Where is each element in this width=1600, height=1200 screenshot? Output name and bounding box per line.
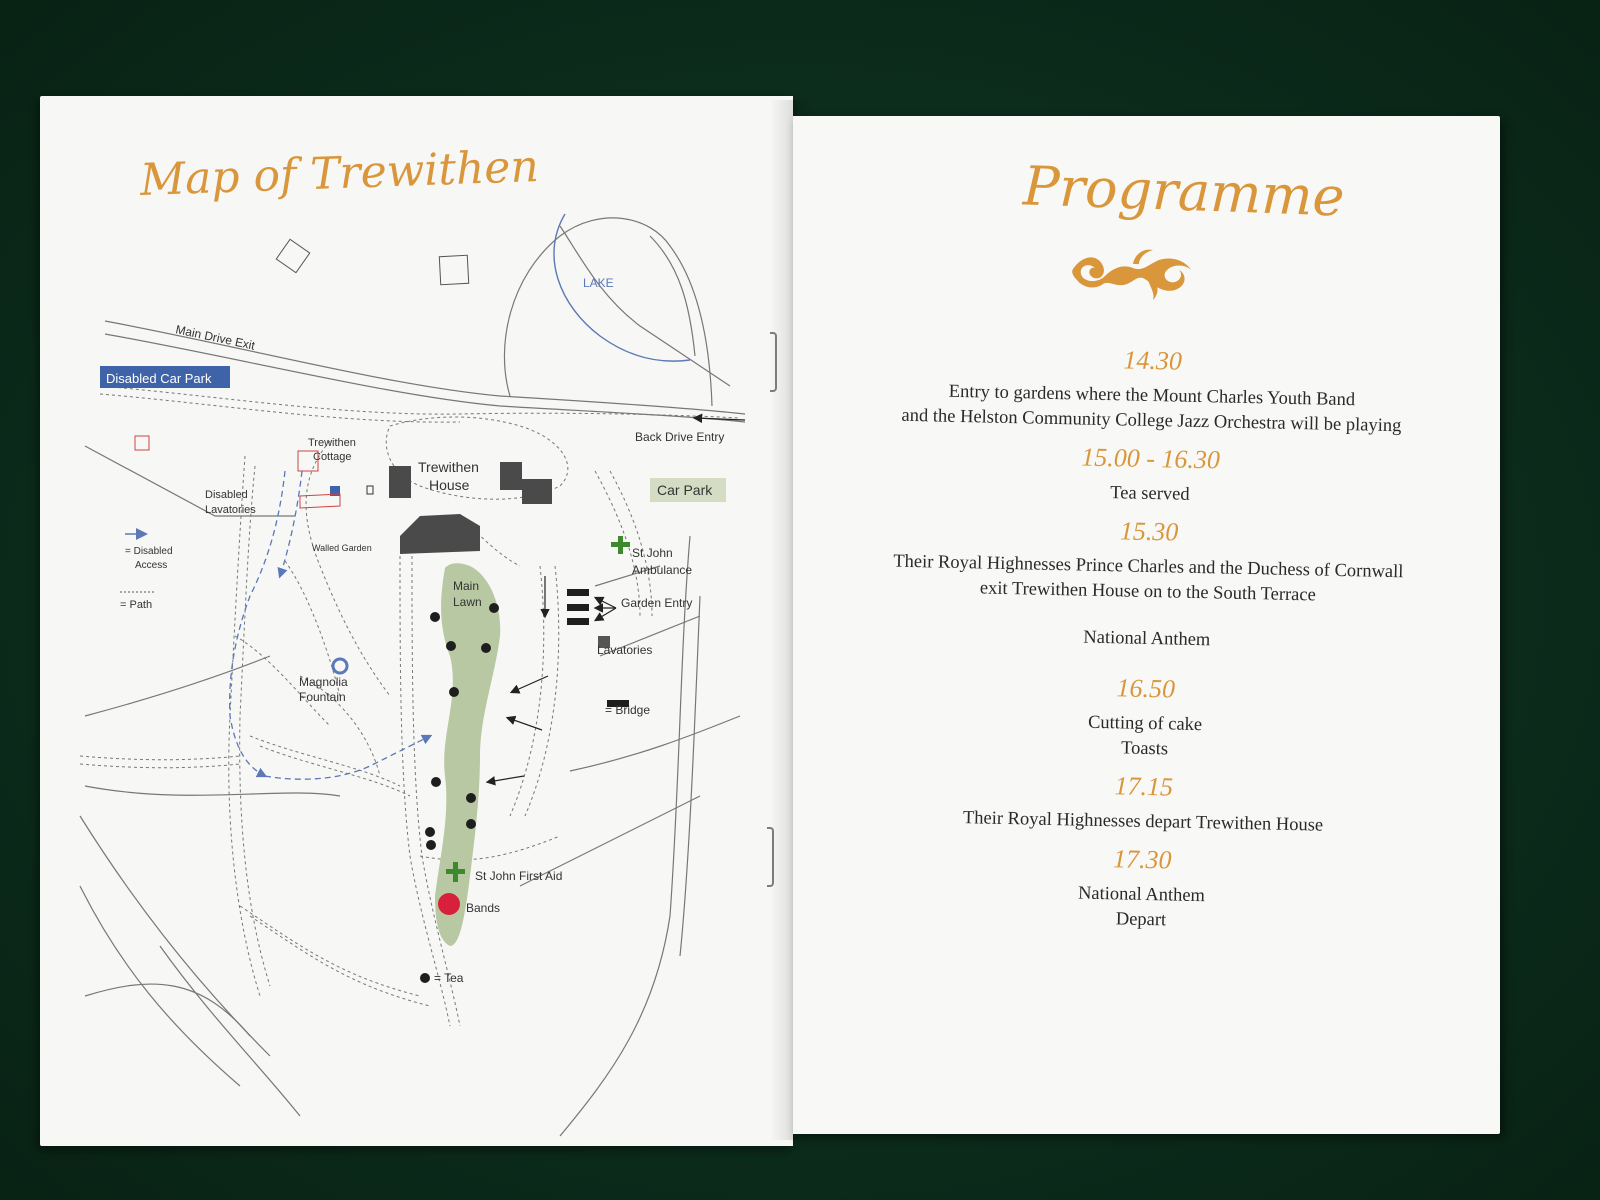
outline-buildings bbox=[134, 238, 470, 509]
walled-garden-label: Walled Garden bbox=[312, 543, 372, 553]
lake-label: LAKE bbox=[583, 276, 614, 290]
main-lawn-area bbox=[435, 563, 501, 946]
roads bbox=[79, 217, 746, 1137]
bridges bbox=[567, 589, 629, 707]
st-john-first-aid-label: St John First Aid bbox=[475, 869, 562, 883]
main-lawn-label-2: Lawn bbox=[453, 595, 482, 609]
fountain-icon bbox=[331, 657, 349, 675]
event-1430: 14.30 Entry to gardens where the Mount C… bbox=[831, 339, 1473, 440]
st-john-cross-icon bbox=[611, 536, 630, 554]
trewithen-house-label-2: House bbox=[429, 477, 470, 493]
lavatories-label: Lavatories bbox=[597, 643, 652, 657]
back-drive-entry-label: Back Drive Entry bbox=[635, 430, 724, 444]
garden-entry-label: Garden Entry bbox=[621, 596, 692, 610]
bands-marker bbox=[438, 893, 460, 915]
event-1650: 16.50 Cutting of cake Toasts bbox=[824, 667, 1466, 768]
magnolia-fountain-label-1: Magnolia bbox=[299, 675, 348, 689]
magnolia-fountain-label-2: Fountain bbox=[299, 690, 346, 704]
st-john-ambulance-label-1: St John bbox=[632, 546, 673, 560]
bridge-legend-label: = Bridge bbox=[605, 703, 650, 717]
programme-schedule: 14.30 Entry to gardens where the Mount C… bbox=[821, 339, 1473, 939]
event-time: 14.30 bbox=[1123, 345, 1183, 376]
st-john-ambulance-label-2: Ambulance bbox=[632, 563, 692, 577]
buildings bbox=[330, 462, 552, 554]
trewithen-house-label-1: Trewithen bbox=[418, 459, 479, 475]
trewithen-map: LAKE bbox=[79, 213, 746, 1137]
tea-legend-label: = Tea bbox=[434, 971, 464, 985]
lavatories-marker bbox=[598, 636, 610, 648]
entry-arrows bbox=[485, 413, 746, 786]
main-drive-exit-label: Main Drive Exit bbox=[174, 322, 256, 353]
programme-page: Programme 14.30 Entry to gardens where t… bbox=[793, 116, 1500, 1134]
disabled-car-park-label: Disabled Car Park bbox=[106, 371, 212, 386]
disabled-lavatories-label-1: Disabled bbox=[205, 489, 248, 501]
disabled-access-route bbox=[229, 470, 433, 780]
path-legend-label: = Path bbox=[120, 599, 152, 611]
lake-shore bbox=[553, 213, 691, 362]
first-aid-cross-icon bbox=[446, 862, 465, 882]
map-page: Map of Trewithen bbox=[40, 96, 793, 1146]
trewithen-cottage-label-1: Trewithen bbox=[308, 437, 356, 449]
car-park-badge bbox=[650, 478, 726, 502]
event-1730: 17.30 National Anthem Depart bbox=[821, 838, 1463, 939]
flourish-ornament-icon bbox=[1072, 249, 1191, 300]
trewithen-cottage-label-2: Cottage bbox=[313, 451, 352, 463]
disabled-access-legend-2: Access bbox=[135, 560, 167, 571]
disabled-lavatories-label-2: Lavatories bbox=[205, 504, 256, 516]
car-park-label: Car Park bbox=[657, 482, 713, 498]
staple-bottom bbox=[767, 827, 774, 887]
programme-title: Programme bbox=[1021, 154, 1346, 229]
disabled-car-park-badge bbox=[100, 366, 230, 388]
main-lawn-label-1: Main bbox=[453, 579, 479, 593]
booklet: Map of Trewithen bbox=[40, 92, 1500, 1154]
event-1530: 15.30 Their Royal Highnesses Prince Char… bbox=[828, 510, 1470, 611]
staple-top bbox=[770, 332, 777, 392]
tea-dots bbox=[420, 603, 499, 983]
bands-label: Bands bbox=[466, 901, 500, 915]
disabled-access-legend-1: = Disabled bbox=[125, 546, 173, 557]
